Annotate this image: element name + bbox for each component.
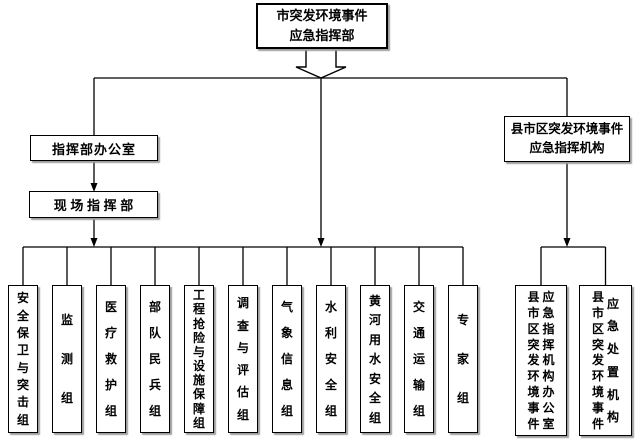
- task-groups: 安全保卫与突击组 监测组 医疗救护组 部队民兵组 工程抢险与设施保障组 调查与评估组 气象信…: [8, 285, 478, 433]
- vertical-label-column: 水利安全组: [324, 300, 337, 418]
- node-group-3: 医疗救护组: [96, 285, 126, 433]
- vertical-label-column: 县市区突发环境事件: [527, 289, 540, 432]
- node-county-command: 县市区突发环境事件 应急指挥机构: [504, 116, 630, 162]
- node-group-1: 安全保卫与突击组: [8, 285, 38, 433]
- arrowhead-county-comb: [563, 238, 571, 247]
- vertical-label-column: 应急处置机构: [606, 296, 619, 425]
- node-group-2: 监测组: [52, 285, 82, 433]
- county-groups: 县市区突发环境事件应急指挥机构办公室县市区突发环境事件应急处置机构: [515, 285, 632, 436]
- node-county-group-1: 县市区突发环境事件应急指挥机构办公室: [515, 285, 567, 436]
- block-arrow-down: [295, 49, 347, 79]
- vertical-label-column: 专家组: [456, 313, 469, 405]
- node-group-5: 工程抢险与设施保障组: [184, 285, 214, 433]
- node-group-8: 水利安全组: [316, 285, 346, 433]
- vertical-label-column: 部队民兵组: [148, 300, 161, 418]
- node-field-command: 现 场 指 挥 部: [29, 191, 158, 218]
- vertical-label-column: 应急指挥机构办公室: [542, 289, 555, 432]
- arrowhead-center-drop: [317, 238, 325, 247]
- vertical-label-column: 监测组: [60, 313, 73, 405]
- vertical-label-column: 调查与评估组: [236, 296, 249, 422]
- arrowhead-office-field: [90, 183, 98, 192]
- node-group-10: 交通运输组: [404, 285, 434, 433]
- node-command-office: 指挥部办公室: [30, 135, 158, 161]
- vertical-label-column: 安全保卫与突击组: [16, 291, 29, 427]
- vertical-label-column: 医疗救护组: [104, 300, 117, 418]
- node-county-group-2: 县市区突发环境事件应急处置机构: [579, 285, 632, 436]
- comb-left-stubs: [22, 247, 464, 285]
- comb-right-stubs: [540, 247, 607, 285]
- vertical-label-column: 工程抢险与设施保障组: [192, 288, 205, 430]
- node-group-4: 部队民兵组: [140, 285, 170, 433]
- vertical-label-column: 气象信息组: [280, 300, 293, 418]
- vertical-label-column: 黄河用水安全组: [368, 293, 381, 425]
- node-group-9: 黄河用水安全组: [360, 285, 390, 433]
- vertical-label-column: 县市区突发环境事件: [591, 289, 604, 432]
- arrowhead-field-comb: [90, 238, 98, 247]
- node-group-7: 气象信息组: [272, 285, 302, 433]
- vertical-label-column: 交通运输组: [412, 300, 425, 418]
- node-group-11: 专家组: [448, 285, 478, 433]
- node-group-6: 调查与评估组: [228, 285, 258, 433]
- node-city-command: 市突发环境事件 应急指挥部: [256, 3, 388, 49]
